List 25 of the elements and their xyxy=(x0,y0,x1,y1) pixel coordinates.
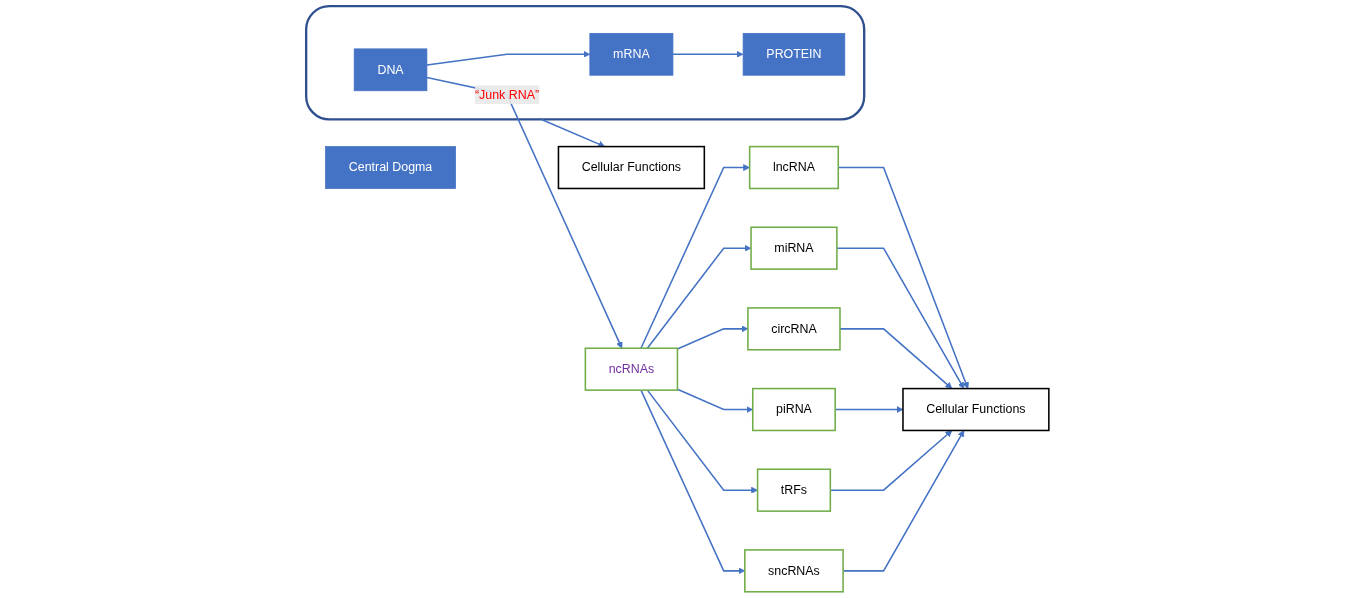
node-box: mRNA xyxy=(589,32,674,76)
node-box: tRFs xyxy=(756,468,832,512)
node-box: miRNA xyxy=(750,226,838,270)
arrow xyxy=(540,118,606,148)
arrow xyxy=(426,76,623,349)
edge-label: “Junk RNA” xyxy=(474,87,540,101)
node-box: Cellular Functions xyxy=(902,387,1050,432)
arrow xyxy=(837,166,969,389)
arrow xyxy=(646,244,752,350)
arrow xyxy=(426,50,591,66)
node-box: DNA xyxy=(353,48,428,92)
arrow xyxy=(646,389,758,494)
cluster xyxy=(305,5,866,121)
node-box: Cellular Functions xyxy=(557,145,706,190)
node-box: piRNA xyxy=(752,387,836,432)
node-box: Central Dogma xyxy=(325,146,456,189)
arrow xyxy=(672,50,744,58)
arrow xyxy=(640,164,750,350)
arrow xyxy=(836,247,965,389)
node-box: PROTEIN xyxy=(742,32,846,76)
node-box: lncRNA xyxy=(748,145,840,190)
arrow xyxy=(839,328,953,389)
node-box: ncRNAs xyxy=(584,347,679,391)
node-box: sncRNAs xyxy=(744,549,844,593)
node-box: circRNA xyxy=(747,307,841,351)
